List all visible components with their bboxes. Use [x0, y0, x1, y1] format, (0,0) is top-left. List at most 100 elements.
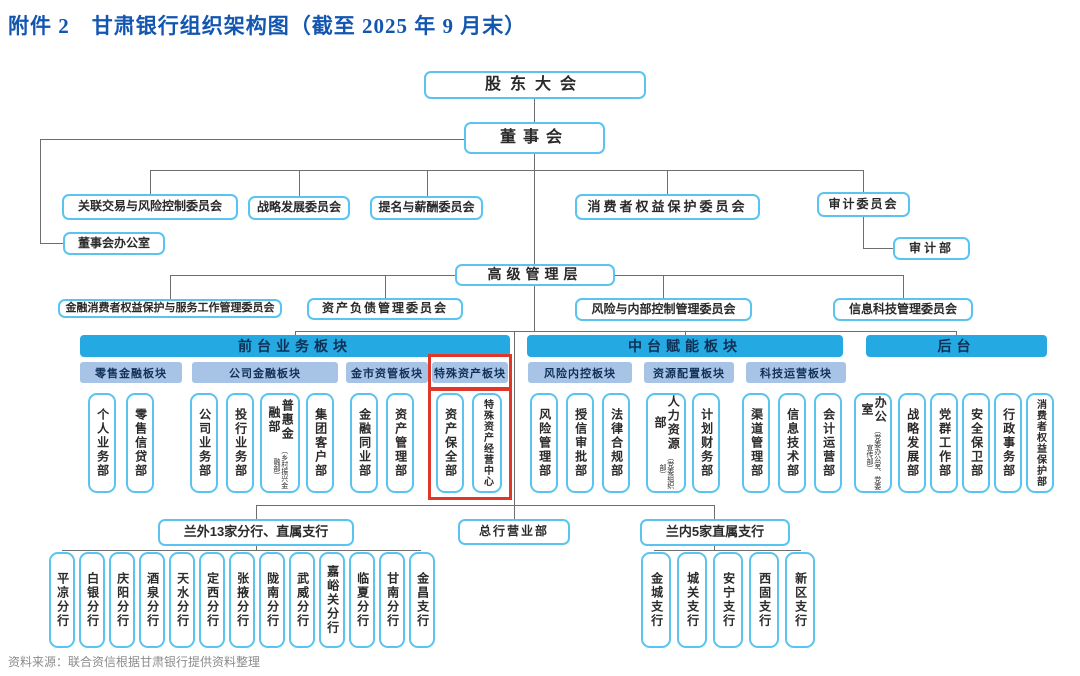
branch-zhangye: 张掖分行: [229, 552, 255, 648]
page-title: 附件 2 甘肃银行组织架构图（截至 2025 年 9 月末）: [8, 14, 527, 38]
dept-asset-management: 资产管理部: [386, 393, 414, 493]
branch-pingliang: 平凉分行: [49, 552, 75, 648]
branch-longnan: 陇南分行: [259, 552, 285, 648]
dept-administrative-affairs: 行政事务部: [994, 393, 1022, 493]
box-committee-nomination-remuneration: 提名与薪酬委员会: [370, 196, 483, 220]
branch-dingxi: 定西分行: [199, 552, 225, 648]
subbranch-xinqu: 新区支行: [785, 552, 815, 648]
dept-credit-approval: 授信审批部: [566, 393, 594, 493]
connector-line: [150, 170, 151, 194]
box-board-office: 董事会办公室: [63, 232, 165, 255]
dept-personal-business: 个人业务部: [88, 393, 116, 493]
connector-line: [714, 546, 715, 551]
connector-line: [170, 275, 171, 299]
box-branches-outside-lanzhou: 兰外13家分行、直属支行: [158, 519, 354, 546]
connector-line: [295, 331, 956, 332]
branch-tianshui: 天水分行: [169, 552, 195, 648]
branch-jiuquan: 酒泉分行: [139, 552, 165, 648]
connector-line: [863, 170, 864, 192]
box-mgmt-committee-asset-liability: 资产负债管理委员会: [307, 298, 463, 320]
dept-consumer-rights-protection: 消费者权益保护部: [1026, 393, 1054, 493]
dept-planning-finance: 计划财务部: [692, 393, 720, 493]
subbar-corporate-finance: 公司金融板块: [192, 362, 338, 383]
subbar-tech-operations: 科技运营板块: [746, 362, 846, 383]
connector-line: [40, 243, 63, 244]
branch-wuwei: 武威分行: [289, 552, 315, 648]
branch-linxia: 临夏分行: [349, 552, 375, 648]
branch-baiyin: 白银分行: [79, 552, 105, 648]
dept-label: 普惠金融部: [267, 399, 295, 442]
dept-investment-banking: 投行业务部: [226, 393, 254, 493]
dept-asset-preservation: 资产保全部: [436, 393, 464, 493]
dept-information-technology: 信息技术部: [778, 393, 806, 493]
branch-qingyang: 庆阳分行: [109, 552, 135, 648]
connector-line: [62, 550, 421, 551]
subbranch-anning: 安宁支行: [713, 552, 743, 648]
dept-legal-compliance: 法律合规部: [602, 393, 630, 493]
branch-jinchang: 金昌支行: [409, 552, 435, 648]
connector-line: [863, 217, 864, 248]
dept-general-office: 办公室 （党委办公室、党委宣传部）: [854, 393, 892, 493]
connector-line: [385, 275, 386, 298]
dept-retail-credit: 零售信贷部: [126, 393, 154, 493]
dept-label: 人力资源部: [653, 395, 681, 452]
bar-back-office-block: 后台: [866, 335, 1047, 357]
subbranch-xigu: 西固支行: [749, 552, 779, 648]
dept-human-resources: 人力资源部 （党委组织部）: [646, 393, 686, 493]
dept-special-asset-operation-center: 特殊资产经营中心: [472, 393, 502, 493]
dept-sublabel: （党委组织部）: [659, 453, 674, 489]
connector-line: [295, 331, 296, 335]
connector-line: [514, 331, 515, 519]
bar-middle-office-block: 中台赋能板块: [527, 335, 843, 357]
connector-line: [256, 505, 715, 506]
connector-line: [685, 331, 686, 335]
box-committee-related-transactions-risk-control: 关联交易与风险控制委员会: [62, 194, 238, 220]
dept-accounting-operations: 会计运营部: [814, 393, 842, 493]
dept-risk-management: 风险管理部: [530, 393, 558, 493]
connector-line: [40, 139, 41, 243]
connector-line: [714, 505, 715, 519]
box-mgmt-committee-financial-consumer-protection: 金融消费者权益保护与服务工作管理委员会: [58, 299, 282, 318]
dept-sublabel: （党委办公室、党委宣传部）: [866, 426, 881, 490]
subbranch-chengguan: 城关支行: [677, 552, 707, 648]
box-committee-consumer-protection: 消费者权益保护委员会: [575, 194, 760, 220]
subbranch-jincheng: 金城支行: [641, 552, 671, 648]
connector-line: [654, 550, 801, 551]
connector-line: [256, 546, 257, 551]
dept-inclusive-finance: 普惠金融部 （乡村振兴金融部）: [260, 393, 300, 493]
connector-line: [615, 275, 903, 276]
box-committee-audit: 审计委员会: [817, 192, 910, 217]
box-audit-dept: 审计部: [893, 237, 970, 260]
dept-group-clients: 集团客户部: [306, 393, 334, 493]
dept-channel-management: 渠道管理部: [742, 393, 770, 493]
box-shareholders-meeting: 股东大会: [424, 71, 646, 99]
branch-jiayuguan: 嘉峪关分行: [319, 552, 345, 648]
connector-line: [863, 248, 893, 249]
connector-line: [534, 286, 535, 331]
source-note: 资料来源：联合资信根据甘肃银行提供资料整理: [8, 655, 261, 669]
connector-line: [534, 99, 535, 122]
box-senior-management: 高级管理层: [455, 264, 615, 286]
connector-line: [256, 505, 257, 519]
box-mgmt-committee-risk-internal-control: 风险与内部控制管理委员会: [575, 298, 752, 321]
bar-front-office-block: 前台业务板块: [80, 335, 510, 357]
dept-sublabel: （乡村振兴金融部）: [273, 447, 288, 490]
dept-security: 安全保卫部: [962, 393, 990, 493]
box-committee-strategic-development: 战略发展委员会: [248, 196, 350, 220]
connector-line: [663, 275, 664, 298]
subbar-financial-markets-asset-mgmt: 金市资管板块: [346, 362, 428, 383]
box-mgmt-committee-it: 信息科技管理委员会: [833, 298, 973, 321]
box-subbranches-in-lanzhou: 兰内5家直属支行: [640, 519, 790, 546]
box-head-office-business-dept: 总行营业部: [458, 519, 570, 545]
dept-interbank: 金融同业部: [350, 393, 378, 493]
branch-gannan: 甘南分行: [379, 552, 405, 648]
connector-line: [667, 170, 668, 194]
dept-corporate-business: 公司业务部: [190, 393, 218, 493]
connector-line: [903, 275, 904, 298]
connector-line: [299, 170, 300, 196]
subbar-resource-allocation: 资源配置板块: [644, 362, 734, 383]
dept-label: 办公室: [860, 396, 888, 425]
box-board-of-directors: 董事会: [464, 122, 605, 154]
dept-party-mass-work: 党群工作部: [930, 393, 958, 493]
